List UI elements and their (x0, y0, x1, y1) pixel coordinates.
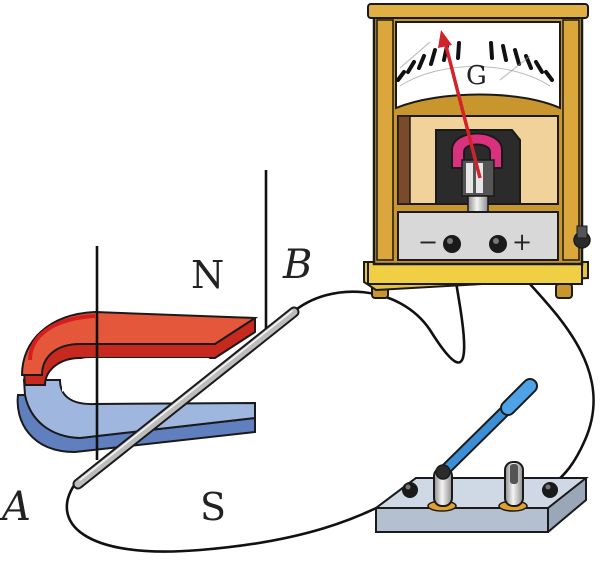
wire-b-to-meter-negative (290, 246, 466, 364)
negative-terminal-label: − (418, 228, 438, 256)
meter-dial-face (395, 21, 561, 110)
negative-terminal (443, 235, 461, 253)
south-pole-label: S (200, 485, 226, 529)
meter-terminal-panel (397, 211, 559, 261)
rod-end-b-label: B (282, 242, 312, 288)
meter-needle (443, 41, 482, 179)
wire-a-to-switch (65, 482, 412, 553)
meter-symbol-label: G (466, 61, 487, 91)
switch-left-terminal (402, 482, 418, 498)
rod-end-a-label: A (0, 484, 31, 530)
positive-terminal-label: + (512, 228, 532, 256)
circuit-wires (65, 246, 595, 553)
knife-switch-icon (373, 378, 589, 533)
magnet-north-arm (20, 310, 259, 376)
galvanometer-icon: G − + (363, 3, 591, 299)
switch-blade[interactable] (435, 378, 538, 480)
horseshoe-magnet-icon (16, 310, 259, 454)
conductor-rod-icon (72, 306, 300, 490)
positive-terminal (489, 235, 507, 253)
magnet-south-arm (22, 379, 256, 440)
north-pole-label: N (191, 253, 224, 297)
wire-meter-positive-to-switch (496, 246, 595, 490)
switch-right-terminal (542, 482, 558, 498)
meter-magnet (451, 132, 503, 169)
